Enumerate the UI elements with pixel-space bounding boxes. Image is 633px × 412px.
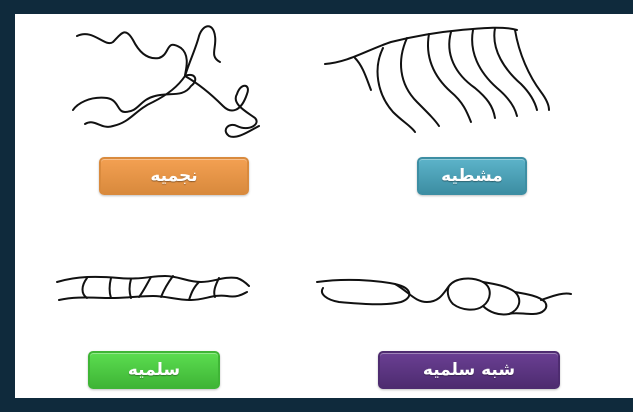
- comb-structure-drawing: [325, 28, 549, 132]
- ladder-structure-drawing: [57, 276, 249, 300]
- ladder-label: سلميه: [88, 351, 220, 389]
- semi-ladder-structure-drawing: [317, 279, 571, 315]
- star-structure-drawing: [73, 26, 259, 137]
- star-label-text: نجميه: [150, 166, 197, 186]
- semi-ladder-label-text: شبه سلميه: [423, 360, 515, 380]
- polymer-structure-drawings: [15, 14, 633, 398]
- comb-label-text: مشطيه: [441, 166, 503, 186]
- comb-label: مشطيه: [417, 157, 527, 195]
- star-label: نجميه: [99, 157, 249, 195]
- diagram-slide: نجميه مشطيه سلميه شبه سلميه: [15, 14, 633, 398]
- ladder-label-text: سلميه: [128, 360, 180, 380]
- semi-ladder-label: شبه سلميه: [378, 351, 560, 389]
